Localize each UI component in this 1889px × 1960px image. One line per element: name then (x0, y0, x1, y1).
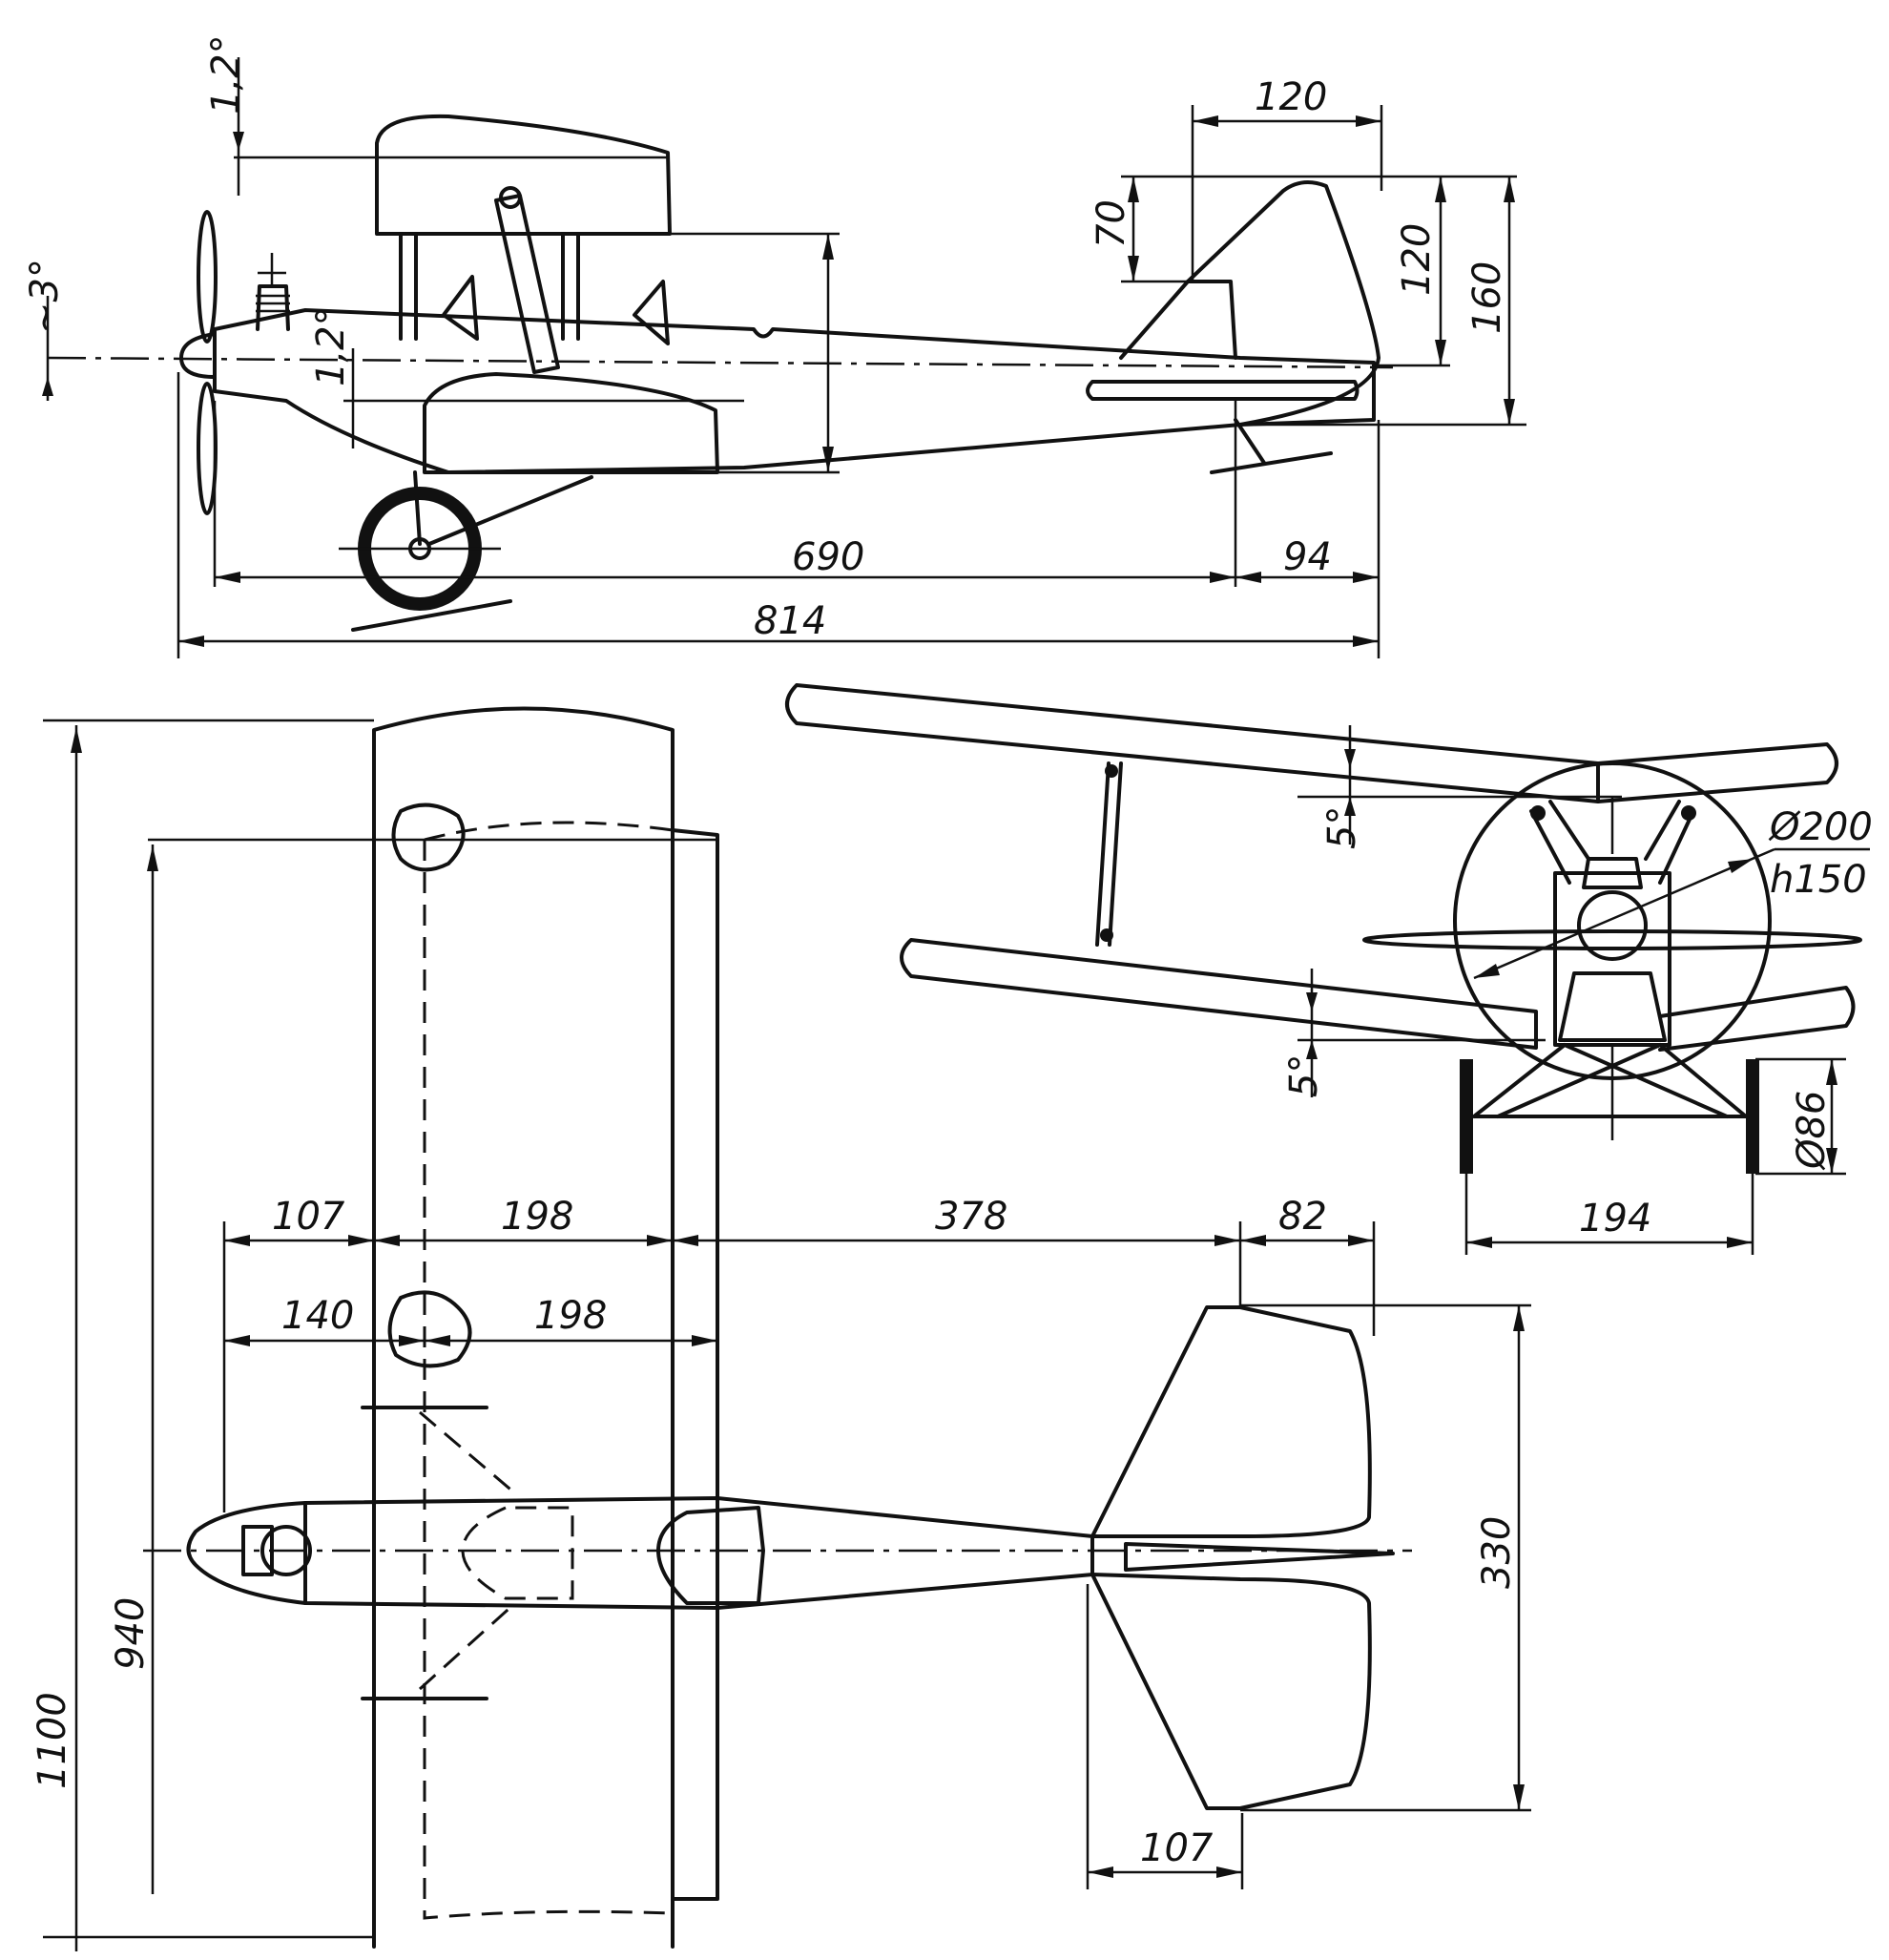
windshield (442, 275, 479, 341)
stabilizer-top (1090, 1305, 1372, 1538)
stabilizer-span-label: 330 (1475, 1516, 1519, 1589)
interplane-strut-front (1095, 761, 1111, 947)
tail-skid (1234, 418, 1266, 465)
wheel-diameter-label: Ø86 (1790, 1091, 1834, 1171)
spinner-front (1577, 890, 1648, 961)
undercarriage-front (1472, 1043, 1748, 1118)
undercarriage-leg (413, 470, 422, 546)
nose-to-lower-wing-label: 140 (281, 1294, 354, 1338)
lower-wing-chord-label: 198 (534, 1294, 607, 1338)
fuselage-side (213, 308, 1376, 474)
stabilizer-top (1090, 1573, 1372, 1810)
lower-span-label: 940 (109, 1597, 153, 1670)
wheel-front (1460, 1059, 1473, 1174)
stabilizer-chord-label: 82 (1278, 1195, 1327, 1239)
lower-dihedral-label: 5° (1282, 1054, 1326, 1097)
upper-wing-side (375, 114, 672, 236)
thrust-line (47, 356, 1394, 369)
cockpit (461, 1506, 574, 1600)
tail-skid (1210, 451, 1333, 474)
upper-wing-chord-label: 198 (501, 1195, 573, 1239)
cockpit (656, 1506, 765, 1605)
propeller-side (197, 382, 218, 515)
wing-to-stabilizer-label: 378 (935, 1195, 1007, 1239)
lower-wing-top (671, 828, 719, 1901)
wheel-front (1746, 1059, 1759, 1174)
thrust-angle-label: ~3° (23, 259, 67, 334)
engine-side (256, 284, 290, 331)
windshield (633, 280, 670, 345)
lower-wing-outline (423, 821, 674, 1920)
rudder-side (1186, 180, 1380, 427)
ground-line (351, 599, 512, 632)
track-label: 194 (1579, 1197, 1651, 1241)
upper-wing-front (785, 683, 1600, 803)
propeller-side (197, 210, 218, 344)
stabilizer-side (1086, 380, 1360, 401)
fuselage-length-label: 690 (792, 535, 864, 579)
propeller-diameter-label: Ø200 (1768, 805, 1873, 849)
propeller-pitch-label: h150 (1770, 858, 1867, 902)
undercarriage-leg (427, 475, 593, 546)
tail-overhang-label: 94 (1283, 535, 1332, 579)
elevator-chord-label: 107 (1140, 1826, 1214, 1870)
fin-chord-label: 120 (1255, 75, 1327, 119)
top-view: 1100 940 107 198 378 82 140 198 (31, 706, 1531, 1951)
overall-length-label: 814 (754, 599, 826, 643)
lower-wing-side (423, 372, 719, 474)
nose-top (186, 1501, 307, 1605)
fin-side (1119, 280, 1237, 360)
lower-wing-incidence-label: 1,2° (309, 306, 353, 386)
strut-top (418, 1410, 517, 1691)
nose-to-upper-wing-label: 107 (272, 1195, 345, 1239)
front-view: 5° 5° Ø200 h150 Ø86 194 (785, 683, 1873, 1255)
fin-upper-height-label: 70 (1090, 199, 1133, 248)
upper-wing-incidence-label: 1,2° (204, 34, 248, 115)
upper-dihedral-label: 5° (1320, 806, 1364, 849)
lower-wing-front (900, 938, 1538, 1050)
fuselage-front (1553, 871, 1671, 1047)
upper-wing-top (372, 706, 675, 1949)
interplane-strut (494, 194, 560, 374)
engine-top (260, 1525, 312, 1576)
upper-span-label: 1100 (31, 1692, 74, 1789)
fin-total-height-label: 160 (1465, 261, 1509, 334)
propeller-blade (1362, 929, 1862, 950)
fin-height-label: 120 (1395, 223, 1439, 296)
side-view: 1,2° ~3° 1,2° 690 94 814 (23, 34, 1526, 658)
